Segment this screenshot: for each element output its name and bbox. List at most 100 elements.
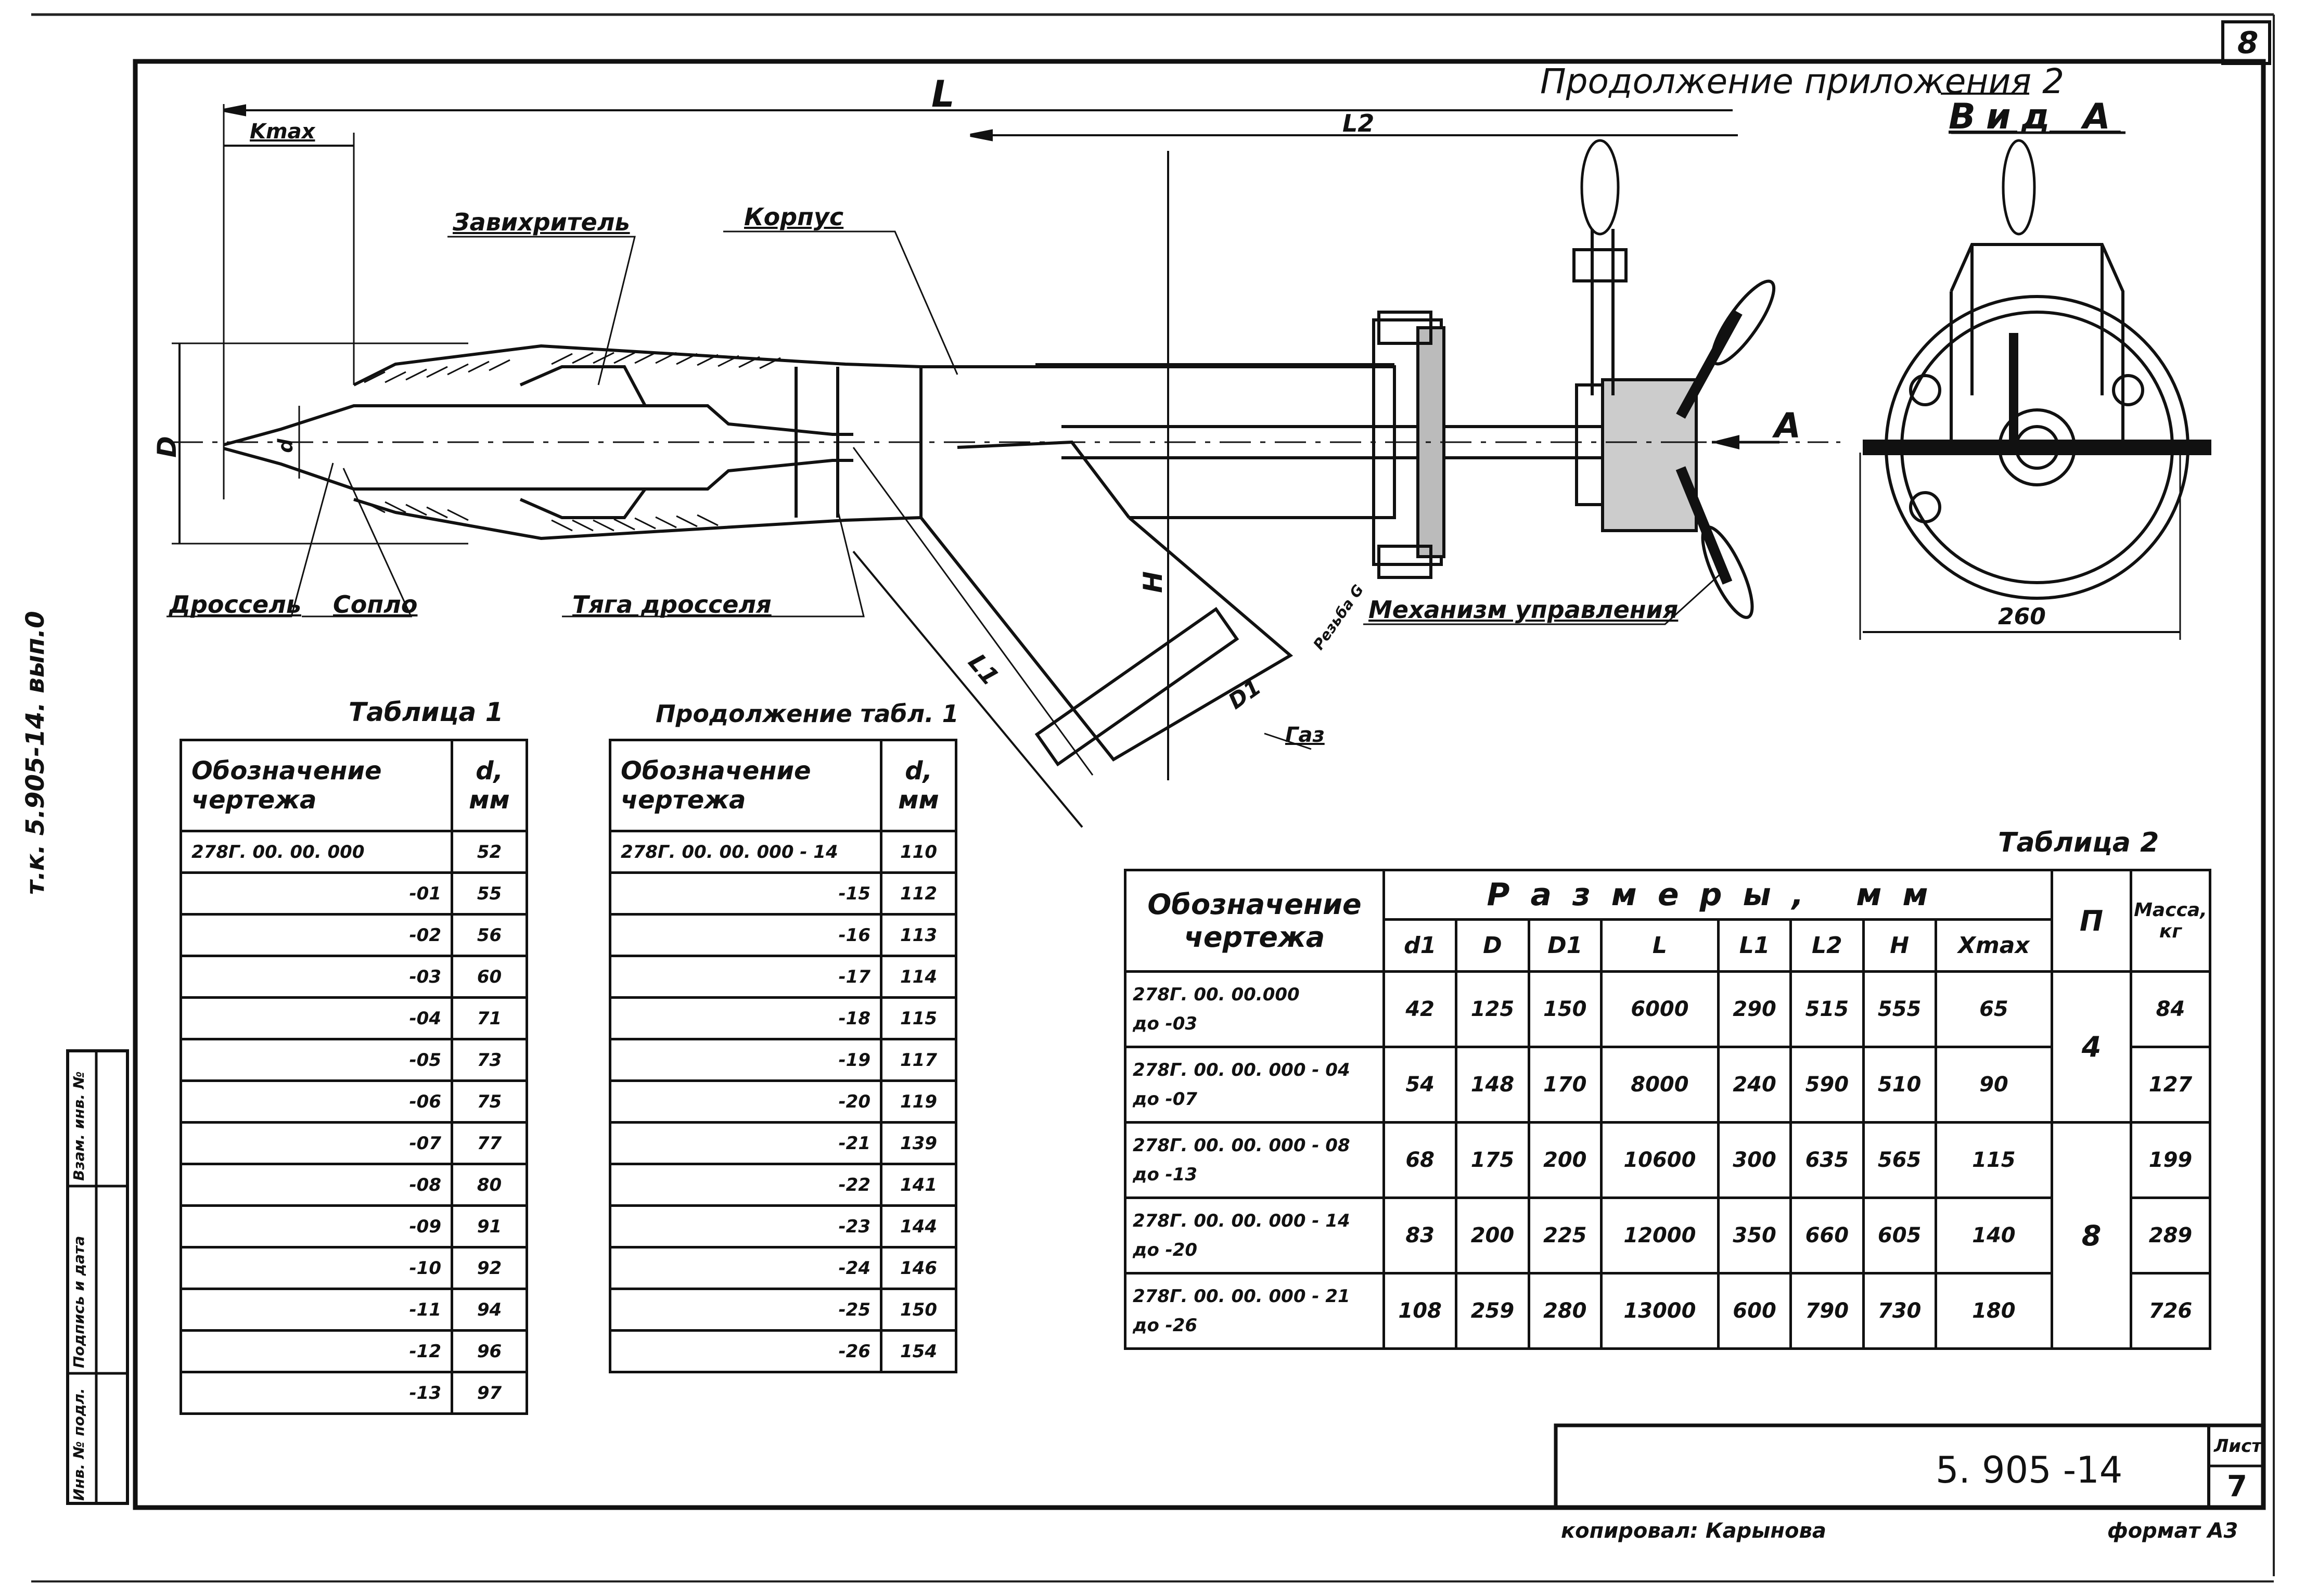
designation-to: до -07 xyxy=(1133,1089,1198,1110)
table2-col-header: H xyxy=(1862,918,1937,973)
size-value-cell: 175 xyxy=(1455,1121,1530,1199)
stamp-code: 5. 905 -14 xyxy=(1936,1449,2123,1491)
designation-cell: -15 xyxy=(609,871,882,916)
size-value-cell: 140 xyxy=(1934,1196,2054,1275)
size-value-cell: 730 xyxy=(1862,1272,1937,1350)
strip-signature-date: Подпись и дата xyxy=(70,1235,87,1368)
size-value-cell: 6000 xyxy=(1599,970,1720,1048)
designation-cell: -26 xyxy=(609,1329,882,1373)
d-value-cell: 92 xyxy=(451,1246,528,1290)
callout-control-mechanism: Механизм управления xyxy=(1368,596,1679,624)
size-value-cell: 350 xyxy=(1717,1196,1792,1275)
designation-cell: -03 xyxy=(180,955,453,999)
d-value-cell: 114 xyxy=(880,955,957,999)
size-value-cell: 54 xyxy=(1382,1046,1458,1124)
d-value-cell: 55 xyxy=(451,871,528,916)
designation-cell: -04 xyxy=(180,996,453,1040)
designation-cell: -16 xyxy=(609,913,882,957)
designation-cell: -09 xyxy=(180,1204,453,1249)
designation-cell: -01 xyxy=(180,871,453,916)
designation-from: 278Г. 00. 00.000 xyxy=(1133,984,1300,1005)
size-value-cell: 590 xyxy=(1789,1046,1865,1124)
table2-col-header: Xmax xyxy=(1934,918,2054,973)
designation-cell: -21 xyxy=(609,1121,882,1165)
designation-from: 278Г. 00. 00. 000 - 04 xyxy=(1133,1060,1350,1080)
size-value-cell: 170 xyxy=(1527,1046,1603,1124)
designation-cell: 278Г. 00. 00. 000 xyxy=(180,830,453,874)
designation-from: 278Г. 00. 00. 000 - 14 xyxy=(1133,1211,1350,1231)
view-title: Вид А xyxy=(1949,96,2121,137)
callout-throttle: Дроссель xyxy=(169,590,302,619)
designation-cell: -23 xyxy=(609,1204,882,1249)
dim-d: d xyxy=(274,439,297,453)
dim-L: L xyxy=(931,73,955,115)
designation-cell: -05 xyxy=(180,1038,453,1082)
designation-to: до -13 xyxy=(1133,1164,1198,1185)
d-value-cell: 97 xyxy=(451,1371,528,1415)
mass-value-cell: 289 xyxy=(2130,1196,2211,1275)
d-value-cell: 119 xyxy=(880,1079,957,1124)
table1-title: Таблица 1 xyxy=(349,697,504,727)
d-value-cell: 80 xyxy=(451,1163,528,1207)
designation-cell: -11 xyxy=(180,1288,453,1332)
d-value-cell: 115 xyxy=(880,996,957,1040)
table1-continued: Обозначение чертежа d, мм 278Г. 00. 00. … xyxy=(609,739,957,1373)
size-value-cell: 12000 xyxy=(1599,1196,1720,1275)
table1cont-title: Продолжение табл. 1 xyxy=(656,700,959,728)
size-value-cell: 200 xyxy=(1527,1121,1603,1199)
d-value-cell: 113 xyxy=(880,913,957,957)
d-value-cell: 77 xyxy=(451,1121,528,1165)
size-value-cell: 65 xyxy=(1934,970,2054,1048)
strip-replacement-no: Взам. инв. № xyxy=(70,1071,87,1181)
table2: Обозначение чертежа Размеры, мм П Масса,… xyxy=(1124,869,2211,1350)
d-value-cell: 56 xyxy=(451,913,528,957)
size-value-cell: 515 xyxy=(1789,970,1865,1048)
mass-value-cell: 726 xyxy=(2130,1272,2211,1350)
d-value-cell: 110 xyxy=(880,830,957,874)
table2-col-header: L xyxy=(1599,918,1720,973)
d-value-cell: 96 xyxy=(451,1329,528,1373)
d-value-cell: 91 xyxy=(451,1204,528,1249)
designation-cell: -25 xyxy=(609,1288,882,1332)
size-value-cell: 660 xyxy=(1789,1196,1865,1275)
d-value-cell: 141 xyxy=(880,1163,957,1207)
designation-cell: -17 xyxy=(609,955,882,999)
table2-col-header: D xyxy=(1455,918,1530,973)
dim-Kmax: Kmax xyxy=(250,120,315,144)
designation-cell: -22 xyxy=(609,1163,882,1207)
header-title: Продолжение приложения 2 xyxy=(1540,61,2065,101)
designation-cell: -20 xyxy=(609,1079,882,1124)
size-value-cell: 290 xyxy=(1717,970,1792,1048)
designation-cell: -13 xyxy=(180,1371,453,1415)
side-designation: т.к. 5.905-14. вып.0 xyxy=(21,611,50,895)
size-value-cell: 635 xyxy=(1789,1121,1865,1199)
d-value-cell: 146 xyxy=(880,1246,957,1290)
size-value-cell: 510 xyxy=(1862,1046,1937,1124)
callout-nozzle: Сопло xyxy=(333,590,418,619)
size-value-cell: 42 xyxy=(1382,970,1458,1048)
table1cont-header-designation: Обозначение чертежа xyxy=(609,739,882,832)
arrow-a-label: А xyxy=(1774,406,1801,446)
size-value-cell: 259 xyxy=(1455,1272,1530,1350)
d-value-cell: 150 xyxy=(880,1288,957,1332)
d-value-cell: 139 xyxy=(880,1121,957,1165)
